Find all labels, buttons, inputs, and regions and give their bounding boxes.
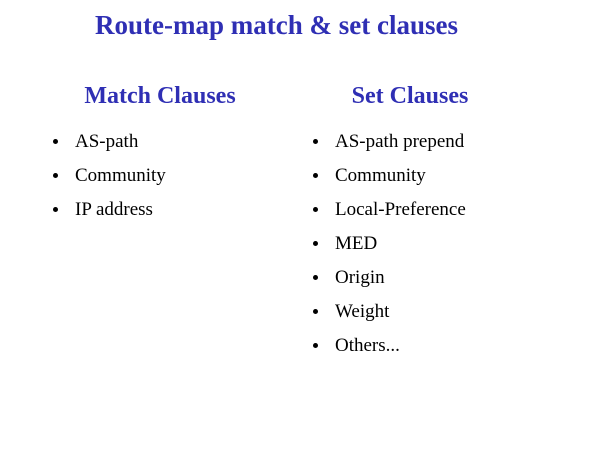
list-item: MED (313, 231, 466, 265)
column-heading-set: Set Clauses (351, 83, 469, 109)
bullet-icon (313, 275, 318, 280)
list-item: IP address (53, 197, 166, 231)
list-item: Others... (313, 333, 466, 367)
list-item: Weight (313, 299, 466, 333)
list-item: Community (53, 163, 166, 197)
list-item-label: MED (335, 233, 378, 254)
bullet-icon (313, 139, 318, 144)
page-title: Route-map match & set clauses (95, 10, 458, 40)
list-item-label: Community (75, 165, 166, 186)
list-item-label: IP address (75, 199, 153, 220)
bullet-icon (313, 241, 318, 246)
list-item-label: Origin (335, 267, 385, 288)
bullet-icon (313, 207, 318, 212)
list-item: AS-path (53, 129, 166, 163)
list-item-label: Weight (335, 301, 390, 322)
bullet-icon (313, 309, 318, 314)
bullet-icon (313, 343, 318, 348)
bullet-icon (53, 207, 58, 212)
bullet-icon (53, 139, 58, 144)
list-item-label: Community (335, 165, 426, 186)
bullet-icon (313, 173, 318, 178)
list-item-label: Local-Preference (335, 199, 466, 220)
match-clauses-list: AS-path Community IP address (53, 129, 166, 231)
list-item-label: AS-path prepend (335, 131, 465, 152)
list-item-label: Others... (335, 335, 400, 356)
set-clauses-list: AS-path prepend Community Local-Preferen… (313, 129, 466, 367)
list-item: Community (313, 163, 466, 197)
list-item-label: AS-path (75, 131, 139, 152)
list-item: Local-Preference (313, 197, 466, 231)
bullet-icon (53, 173, 58, 178)
column-heading-match: Match Clauses (84, 83, 236, 109)
list-item: Origin (313, 265, 466, 299)
list-item: AS-path prepend (313, 129, 466, 163)
